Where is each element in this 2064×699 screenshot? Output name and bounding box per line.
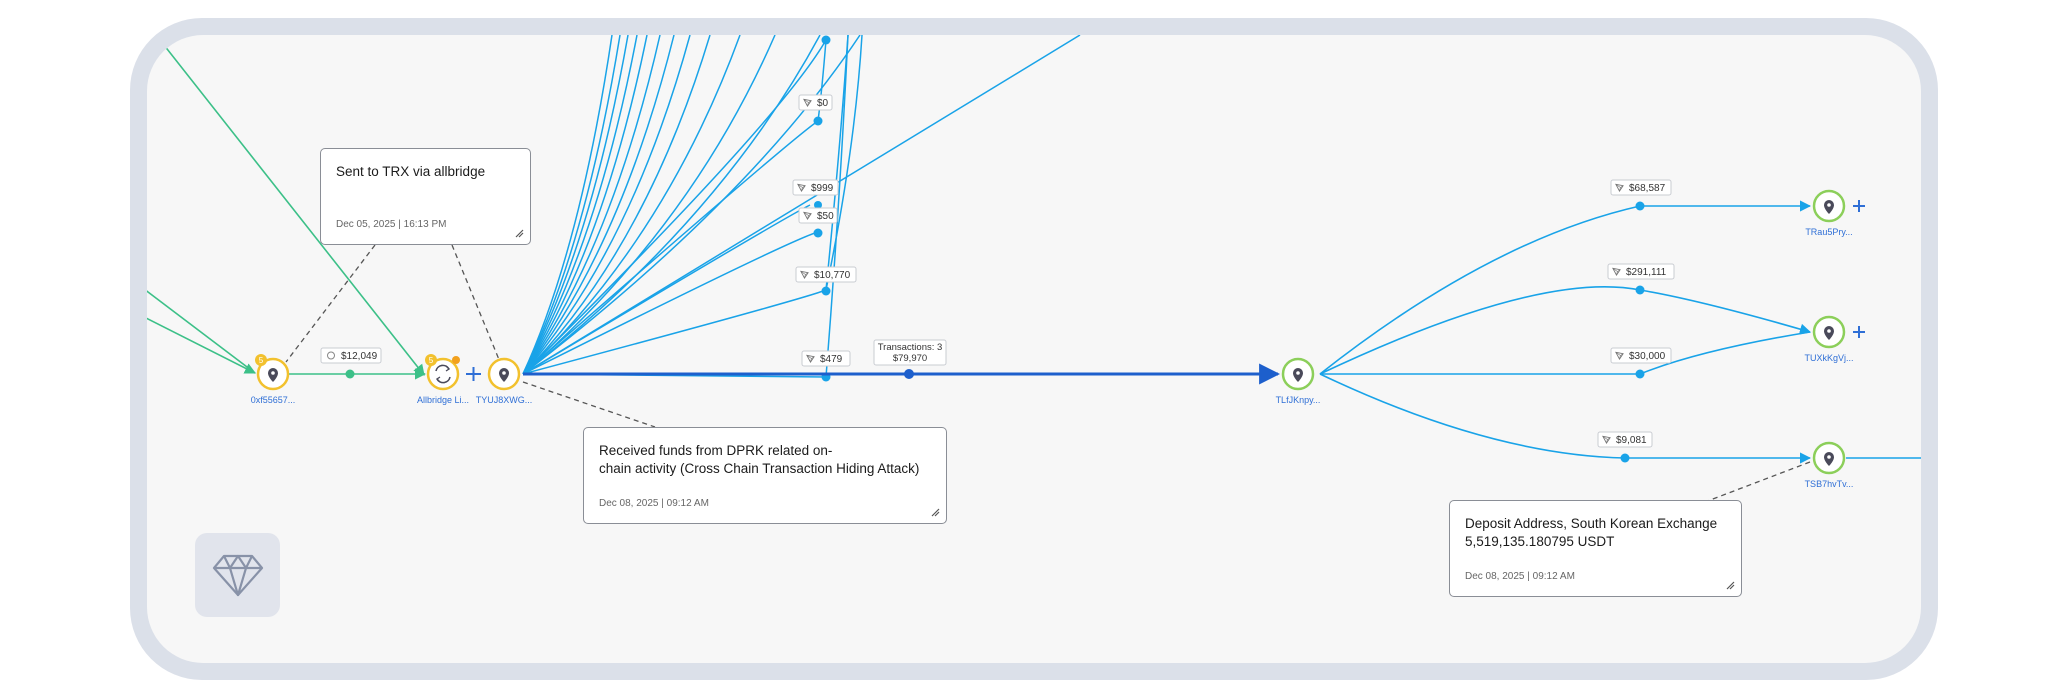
edge-dot[interactable] [1635, 369, 1645, 379]
diamond-icon [212, 554, 263, 597]
edge-tlfj-tuxk-b[interactable] [1320, 331, 1811, 375]
plus-icon[interactable] [1853, 200, 1865, 212]
svg-text:5: 5 [259, 356, 264, 365]
note-connector [451, 244, 501, 363]
edge-tlfj-tuxk-a[interactable] [1319, 285, 1812, 375]
status-dot [452, 356, 460, 364]
resize-handle-icon[interactable] [514, 228, 524, 238]
edge-tlfj-tsb7[interactable] [1319, 373, 1812, 464]
resize-handle-icon[interactable] [930, 507, 940, 517]
svg-text:$9,081: $9,081 [1616, 435, 1647, 446]
count-badge [255, 354, 267, 366]
svg-text:$12,049: $12,049 [341, 351, 378, 362]
transactions-summary[interactable]: Transactions: 3 $79,970 [873, 339, 947, 366]
svg-text:$30,000: $30,000 [1629, 351, 1666, 362]
edge-green-in-mid[interactable] [140, 285, 256, 374]
svg-text:0xf55657...: 0xf55657... [251, 395, 296, 405]
note-connector [285, 244, 376, 363]
node-0xf55657[interactable]: 5 0xf55657... [251, 354, 296, 405]
plus-icon[interactable] [466, 367, 481, 381]
count-badge [425, 354, 437, 366]
plus-icon[interactable] [1853, 326, 1865, 338]
svg-text:$479: $479 [820, 354, 843, 365]
edge-dot[interactable] [1635, 201, 1645, 211]
svg-text:$0: $0 [817, 98, 829, 109]
edge-dot[interactable] [813, 228, 823, 238]
amount-label[interactable]: $12,049 [320, 347, 382, 364]
edge-dot[interactable] [904, 369, 914, 379]
note-text: Received funds from DPRK related on- cha… [599, 443, 920, 476]
node-tyuj8xwg[interactable]: TYUJ8XWG... [476, 357, 533, 405]
svg-text:Transactions: 3: Transactions: 3 [878, 342, 943, 353]
node-allbridge[interactable]: 5 Allbridge Li... [417, 354, 469, 405]
amount-label[interactable]: $291,111 [1607, 263, 1675, 280]
svg-text:$50: $50 [817, 211, 834, 222]
location-pin-icon [268, 368, 278, 382]
edge-green-in-top[interactable] [140, 314, 257, 374]
svg-text:$291,111: $291,111 [1626, 267, 1667, 278]
edge-dot[interactable] [345, 369, 355, 379]
note-text: Deposit Address, South Korean Exchange 5… [1465, 516, 1718, 549]
svg-text:$79,970: $79,970 [893, 353, 927, 364]
resize-handle-icon[interactable] [1725, 580, 1735, 590]
svg-text:TYUJ8XWG...: TYUJ8XWG... [476, 395, 533, 405]
amount-label[interactable]: $50 [798, 207, 838, 224]
amount-label[interactable]: $68,587 [1610, 179, 1672, 196]
amount-label[interactable]: $999 [792, 179, 839, 196]
svg-text:TUXkKgVj...: TUXkKgVj... [1804, 353, 1853, 363]
svg-text:$68,587: $68,587 [1629, 183, 1666, 194]
location-pin-icon [1293, 368, 1303, 382]
svg-text:TRau5Pry...: TRau5Pry... [1805, 227, 1852, 237]
note-text: Sent to TRX via allbridge [336, 164, 486, 179]
edge-dot[interactable] [813, 116, 823, 126]
node-tsb7hvtv[interactable]: TSB7hvTv... [1805, 441, 1854, 489]
node-tlfjknpy[interactable]: TLfJKnpy... [1276, 357, 1321, 405]
amount-label[interactable]: $10,770 [795, 266, 857, 283]
location-pin-icon [1824, 200, 1834, 214]
swap-arrows-icon [435, 364, 451, 384]
svg-text:$10,770: $10,770 [814, 270, 851, 281]
svg-text:Allbridge Li...: Allbridge Li... [417, 395, 469, 405]
note-date: Dec 05, 2025 | 16:13 PM [336, 219, 447, 230]
note-connector [522, 381, 656, 428]
edge-tlfj-trau[interactable] [1319, 205, 1641, 375]
svg-text:5: 5 [429, 356, 434, 365]
node-trau5pry[interactable]: TRau5Pry... [1805, 189, 1853, 237]
edge-dot[interactable] [1635, 285, 1645, 295]
edge-dot[interactable] [821, 286, 831, 296]
edge-dot[interactable] [821, 35, 831, 45]
note-date: Dec 08, 2025 | 09:12 AM [1465, 571, 1575, 582]
amount-label[interactable]: $30,000 [1610, 347, 1672, 364]
note-sent-to-trx[interactable]: Sent to TRX via allbridge Dec 05, 2025 |… [320, 148, 531, 245]
location-pin-icon [1824, 452, 1834, 466]
note-deposit-address[interactable]: Deposit Address, South Korean Exchange 5… [1449, 500, 1742, 597]
note-dprk-funds[interactable]: Received funds from DPRK related on- cha… [583, 427, 947, 524]
svg-text:$999: $999 [811, 183, 834, 194]
edge-fan[interactable] [522, 35, 1081, 378]
amount-label[interactable]: $0 [798, 94, 833, 111]
note-connector [1704, 461, 1811, 503]
edge-dot[interactable] [814, 201, 822, 209]
svg-text:TLfJKnpy...: TLfJKnpy... [1276, 395, 1321, 405]
edge-green-long[interactable] [159, 39, 425, 376]
amount-label[interactable]: $479 [801, 350, 851, 367]
diamond-button[interactable] [195, 533, 280, 617]
edge-dot[interactable] [1620, 453, 1630, 463]
note-date: Dec 08, 2025 | 09:12 AM [599, 498, 709, 509]
amount-label[interactable]: $9,081 [1597, 431, 1653, 448]
svg-text:TSB7hvTv...: TSB7hvTv... [1805, 479, 1854, 489]
location-pin-icon [1824, 326, 1834, 340]
location-pin-icon [499, 368, 509, 382]
node-tuxkkgvj[interactable]: TUXkKgVj... [1804, 315, 1854, 363]
